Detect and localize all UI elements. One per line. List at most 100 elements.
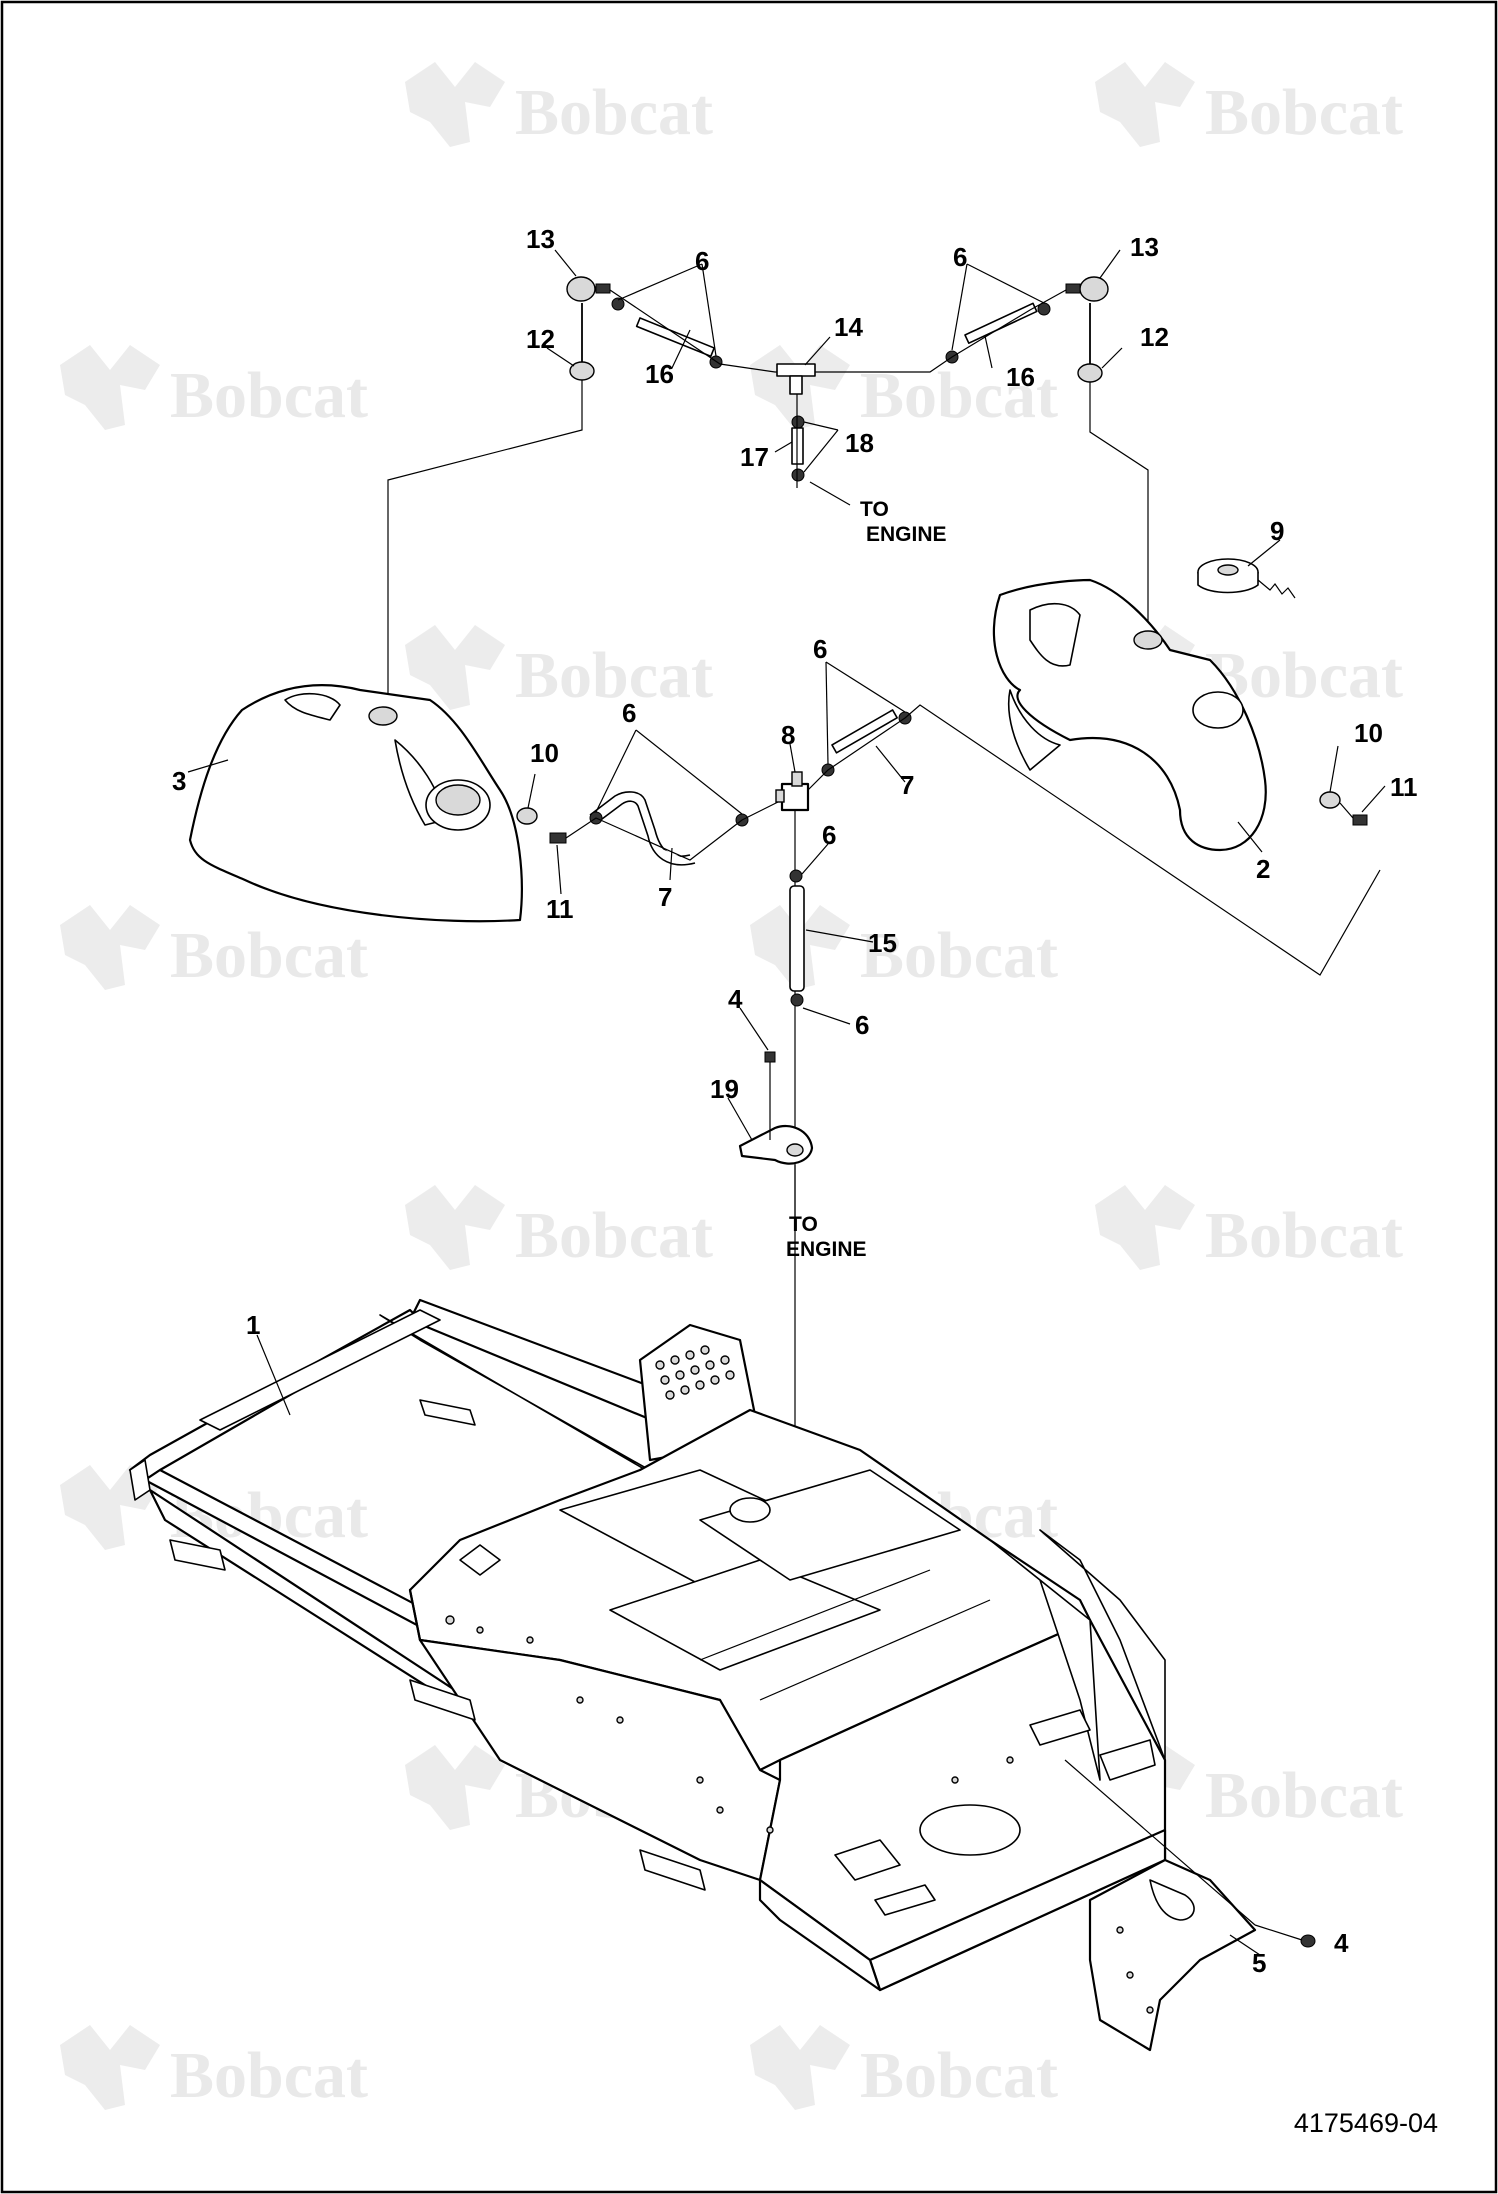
watermark-bobcat: Bobcat (750, 2025, 1058, 2112)
vent-line-assembly (387, 276, 1149, 710)
callout-6-mid-right: 6 (813, 634, 827, 664)
fuel-supply-hose (789, 885, 805, 992)
watermark-bobcat: Bobcat (60, 905, 368, 992)
leader-line (802, 1007, 851, 1025)
hose-clamp (791, 468, 805, 482)
leader-line (803, 429, 839, 473)
shield-bolt (1300, 1934, 1316, 1948)
leader-line (809, 481, 851, 506)
callout-2: 2 (1256, 854, 1270, 884)
watermark-bobcat: Bobcat (60, 345, 368, 432)
watermark-bobcat: Bobcat (1095, 1185, 1403, 1272)
frame-tab (459, 1544, 501, 1576)
hose-clip (738, 1124, 814, 1165)
frame-end-plate (129, 1459, 151, 1501)
note-to-engine-lower: TO ENGINE (786, 1213, 867, 1261)
hose-clip-hole (786, 1143, 804, 1157)
callout-6-hose-bottom: 6 (855, 1010, 869, 1040)
callout-14: 14 (834, 312, 863, 342)
frame-back-plate (199, 1309, 441, 1431)
fuel-fitting-right (1319, 791, 1341, 809)
fuel-shutoff-valve-lever (791, 771, 803, 787)
bobcat-logo-icon (60, 345, 160, 430)
fuel-tank-right (992, 558, 1296, 852)
shield-hole (1126, 1971, 1134, 1979)
leader-line (739, 1007, 769, 1051)
leader-line (1247, 539, 1281, 567)
note-line: ENGINE (866, 523, 947, 546)
shield (1088, 1858, 1257, 2052)
leader-line (256, 1334, 291, 1416)
leader-line (669, 847, 673, 881)
frame-right-fender (989, 1539, 1101, 1781)
watermark-text: Bobcat (170, 2039, 368, 2112)
watermark-bobcat: Bobcat (1095, 62, 1403, 149)
leader-line (825, 661, 829, 765)
callout-17: 17 (740, 442, 769, 472)
leader-line (825, 661, 906, 713)
callout-1: 1 (246, 1310, 260, 1340)
bobcat-logo-icon (405, 625, 505, 710)
fuel-elbow-right (1352, 814, 1368, 826)
frame-mount-tab (419, 1399, 476, 1426)
leader-line (546, 347, 575, 367)
fuel-line-left (565, 799, 783, 861)
frame-pivot-boss (729, 1497, 771, 1523)
callout-labels: 13 13 6 6 12 12 16 16 14 17 18 9 6 6 8 3… (172, 224, 1418, 1978)
leader-line (1329, 745, 1339, 793)
callout-19: 19 (710, 1074, 739, 1104)
frame-floor-slot (1099, 1739, 1156, 1781)
fuel-hose-left-edge (597, 800, 696, 866)
tank-right-lower-lip (1007, 689, 1061, 771)
leader-line (1101, 347, 1123, 369)
callout-15: 15 (868, 928, 897, 958)
callout-6-top-left: 6 (695, 246, 709, 276)
note-line: TO (860, 498, 889, 521)
leader-line (701, 263, 717, 357)
watermark-text: Bobcat (1205, 76, 1403, 149)
vent-valve-left-stem (595, 283, 611, 294)
tank-left-body (188, 684, 523, 923)
watermark-bobcat: Bobcat (405, 62, 713, 149)
callout-16-right: 16 (1006, 362, 1035, 392)
callout-6-mid-left: 6 (622, 698, 636, 728)
fuel-elbow-left (549, 832, 567, 844)
leader-line (801, 843, 829, 875)
leader-line (803, 421, 839, 431)
vent-tee-stem (789, 375, 803, 395)
callout-11-left: 11 (546, 894, 574, 924)
callout-6-top-right: 6 (953, 242, 967, 272)
vent-line-left-tank (387, 380, 583, 710)
frame-mount-tab (169, 1539, 226, 1571)
tank-right-vent-port (1133, 630, 1163, 650)
frame-inner-edge (759, 1599, 991, 1701)
note-line: ENGINE (786, 1238, 867, 1261)
watermark-text: Bobcat (860, 2039, 1058, 2112)
leader-line (875, 745, 906, 783)
watermark-bobcat: Bobcat (405, 625, 713, 712)
callout-3: 3 (172, 766, 186, 796)
watermark-bobcat: Bobcat (405, 1185, 713, 1272)
bobcat-logo-icon (405, 62, 505, 147)
leader-line (984, 335, 993, 369)
frame-inner-member (699, 1469, 961, 1581)
leader-line (804, 336, 831, 366)
fuel-fitting-right-axis (1339, 802, 1354, 819)
callout-4-lower: 4 (1334, 1928, 1349, 1958)
leader-line (1361, 785, 1386, 813)
leader-line (774, 441, 793, 453)
watermark-text: Bobcat (1205, 1199, 1403, 1272)
frame-upright-holes (655, 1345, 735, 1400)
fuel-hose-right (831, 709, 898, 754)
leader-line (805, 929, 874, 943)
callout-4-upper: 4 (728, 984, 743, 1014)
bobcat-logo-icon (405, 1185, 505, 1270)
vent-hose-right (964, 302, 1038, 344)
tank-left-vent-port (368, 706, 398, 726)
shield-hole (1146, 2006, 1154, 2014)
frame-mount-tab (639, 1849, 706, 1891)
fuel-cap-ribs (1197, 572, 1259, 594)
callout-9: 9 (1270, 516, 1284, 546)
bobcat-logo-icon (1095, 1185, 1195, 1270)
